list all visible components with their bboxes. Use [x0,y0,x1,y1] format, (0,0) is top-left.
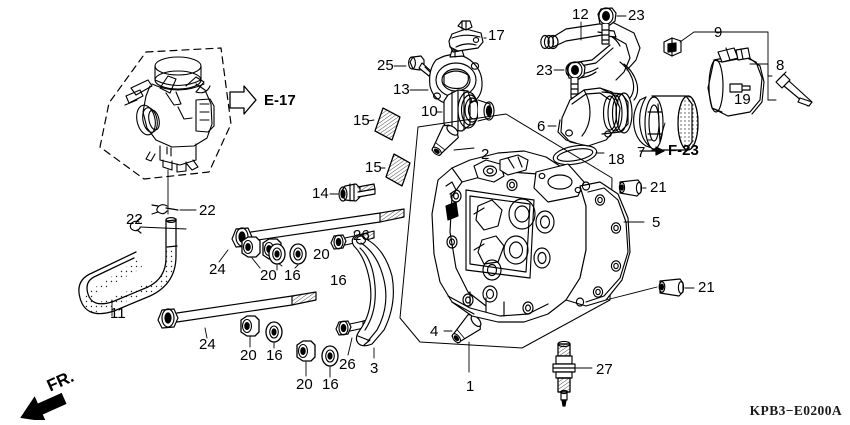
part-9-band-clip [663,37,682,57]
callout-15b[interactable]: 15 [365,159,382,176]
callout-26b[interactable]: 26 [339,356,356,373]
callout-1[interactable]: 1 [466,378,475,395]
callout-27[interactable]: 27 [596,361,613,378]
callout-24[interactable]: 24 [209,261,226,278]
part-22-clip-b [129,216,142,234]
callout-23[interactable]: 23 [628,7,645,24]
part-14-thermo-switch [338,183,376,202]
part-21-dowel-b [658,278,685,297]
callout-20d[interactable]: 20 [296,376,313,393]
part-3-cam-chain-guide [351,234,394,347]
part-12-water-joint-pipe [540,21,641,101]
front-direction-arrow-icon [20,392,67,420]
part-13-thermostat-cover [429,49,483,105]
carburettor-inset-outline [99,47,232,180]
part-17-cable-bracket [448,20,484,53]
callout-7[interactable]: 7 [637,144,646,161]
leader-7 [659,122,666,141]
callout-22b[interactable]: 22 [126,211,143,228]
carburettor-assembly [124,56,215,173]
part-20-nut-c [240,315,260,337]
callout-5[interactable]: 5 [652,214,661,231]
callout-16[interactable]: 16 [284,267,301,284]
hollow-right-arrow-e17 [229,85,257,115]
leader-8 [767,63,773,77]
part-20-nut-b [241,236,261,258]
callout-20b[interactable]: 20 [260,267,277,284]
callout-15[interactable]: 15 [353,112,370,129]
part-16-washer-a [289,243,307,265]
callout-9[interactable]: 9 [714,24,723,41]
callout-16d[interactable]: 16 [322,376,339,393]
plate-code: KPB3−E0200A [749,403,842,418]
callout-12[interactable]: 12 [572,6,589,23]
callout-23b[interactable]: 23 [536,62,553,79]
callout-16c[interactable]: 16 [266,347,283,364]
callout-21[interactable]: 21 [650,179,667,196]
part-22-clip-a [151,204,179,215]
part-16-washer-c [265,321,283,343]
callout-21b[interactable]: 21 [698,279,715,296]
part-21-dowel-a [618,179,643,197]
callout-22[interactable]: 22 [199,202,216,219]
leader-2 [453,147,475,151]
part-1-cylinder-head [431,150,587,323]
part-16-washer-d [321,345,339,367]
part-5-cylinder-head-cover [565,181,631,307]
part-8-connecting-band [707,47,765,117]
bracket-9-19 [709,31,769,59]
callout-26[interactable]: 26 [353,227,370,244]
part-15-stud-b [385,153,411,187]
callout-19[interactable]: 19 [734,91,751,108]
part-1-boundary-outline [399,113,613,349]
part-23-bolt-a [597,7,617,45]
callout-3[interactable]: 3 [370,360,379,377]
callout-6[interactable]: 6 [537,118,546,135]
leader-15a [367,119,375,122]
callout-16b[interactable]: 16 [330,272,347,289]
callout-11[interactable]: 11 [110,305,126,322]
xref-f23-label[interactable]: F-23 [668,142,699,159]
callout-13[interactable]: 13 [393,81,410,98]
leader-21b-to-cover [605,286,658,301]
callout-17-label[interactable]: 17 [488,27,505,44]
leader-24a [218,249,229,263]
callout-24b[interactable]: 24 [199,336,216,353]
leader-9 [679,31,711,43]
callout-8[interactable]: 8 [776,57,785,74]
leader-24b [204,327,208,339]
solid-right-arrow-f23 [639,146,665,156]
callout-10[interactable]: 10 [421,103,438,120]
callout-20c[interactable]: 20 [240,347,257,364]
part-27-spark-plug [552,340,576,407]
part-15-stud-a [374,107,401,141]
leader-26b [347,337,353,356]
part-19-band-screw [775,71,813,107]
callout-14[interactable]: 14 [312,185,329,202]
leader-22b [139,226,187,230]
part-20-nut-d [296,340,316,362]
callout-4[interactable]: 4 [430,323,439,340]
part-11-tube-shading [81,248,176,313]
callout-2[interactable]: 2 [481,146,490,163]
part-10-thermostat-cap [443,89,495,132]
callout-20[interactable]: 20 [313,246,330,263]
part-18-o-ring [552,144,598,166]
part-24-bolt-b [157,291,317,329]
part-7-joint-band [633,95,699,151]
part-25-bolt [408,55,433,77]
part-16-washer-b [268,243,286,265]
xref-e17-label[interactable]: E-17 [264,92,296,109]
part-6-inlet-insulator [557,87,633,147]
callout-18[interactable]: 18 [608,151,625,168]
callout-25[interactable]: 25 [377,57,394,74]
